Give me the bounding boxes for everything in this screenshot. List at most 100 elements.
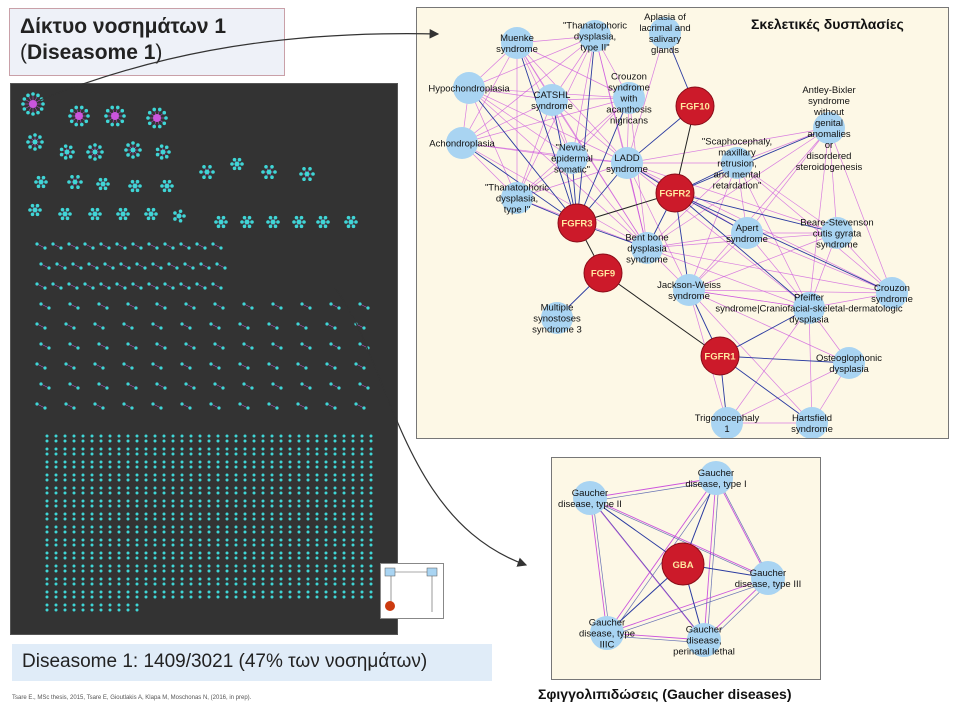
disease-node-label: Achondroplasia [429,139,495,150]
gene-node-fgfr1: FGFR1 [700,336,740,376]
overview-network [21,92,373,612]
disease-disease-edge [646,247,810,309]
disease-node-circle [501,182,533,214]
disease-disease-edge [736,127,830,164]
disease-node-circle [796,407,828,438]
gene-disease-edge [468,87,578,224]
disease-disease-edge [646,247,893,294]
disease-node-circle [833,347,865,379]
overview-legend [380,563,444,619]
disease-disease-edge [571,35,596,159]
disease-node-circle [649,17,681,49]
caption-box: Diseasome 1: 1409/3021 (47% των νοσημάτω… [12,644,492,681]
gene-disease-edge [576,35,596,224]
disease-disease-edge [516,99,553,199]
disease-disease-edge [606,477,717,634]
slide-subtitle: (Diseasome 1) [20,41,163,64]
disease-disease-edge [461,35,596,144]
disease-disease-edge [589,497,608,634]
disease-disease-edge [589,497,769,579]
disease-disease-edge [468,87,518,199]
disease-disease-edge [746,127,830,234]
disease-disease-edge [736,162,810,309]
disease-node-circle [721,147,753,179]
gene-node-circle [655,173,695,213]
disease-disease-edge [688,289,810,309]
disease-disease-edge [646,127,830,249]
disease-node-circle [541,302,573,334]
slide-title: Δίκτυο νοσημάτων 1 [20,15,227,38]
disease-node-hypochondro: Hypochondroplasia [428,72,510,104]
gene-node-circle [583,253,623,293]
disease-node-circle [813,112,845,144]
disease-node-circle [611,147,643,179]
gaucher-panel-caption: Σφιγγολιπιδώσεις (Gaucher diseases) [538,686,792,702]
disease-disease-edge [688,289,813,424]
disease-disease-edge [516,42,630,99]
disease-disease-edge [726,362,850,424]
gene-node-circle [700,336,740,376]
disease-node-circle [579,20,611,52]
disease-node-label: Hypochondroplasia [428,84,510,95]
disease-node-circle [501,27,533,59]
gene-node-label: FGFR1 [704,352,736,363]
disease-node-circle [446,127,478,159]
disease-disease-edge [626,32,666,164]
disease-node-circle [590,616,624,650]
gene-node-label: FGF9 [591,269,615,280]
disease-disease-edge [468,87,628,164]
disease-disease-edge [592,500,611,637]
gene-disease-edge [674,192,893,294]
gene-disease-edge [576,97,630,224]
disease-disease-edge [592,500,772,582]
gene-node-label: FGF10 [680,102,710,113]
gene-node-circle [557,203,597,243]
gene-gene-edge [602,272,721,357]
gene-disease-edge [516,42,578,224]
disease-disease-edge [551,99,628,164]
disease-disease-edge [828,127,838,234]
disease-disease-edge [715,477,769,579]
disease-node-circle [731,217,763,249]
skeletal-panel-title: Σκελετικές δυσπλασίες [751,16,904,32]
disease-disease-edge [703,477,717,641]
disease-disease-edge [726,307,810,424]
disease-disease-edge [461,97,630,144]
gene-node-label: GBA [672,560,693,571]
disease-disease-edge [808,307,813,424]
gene-node-label: FGFR2 [659,189,690,200]
disease-node-circle [631,232,663,264]
gene-disease-edge [719,355,850,364]
disease-disease-edge [606,577,769,634]
